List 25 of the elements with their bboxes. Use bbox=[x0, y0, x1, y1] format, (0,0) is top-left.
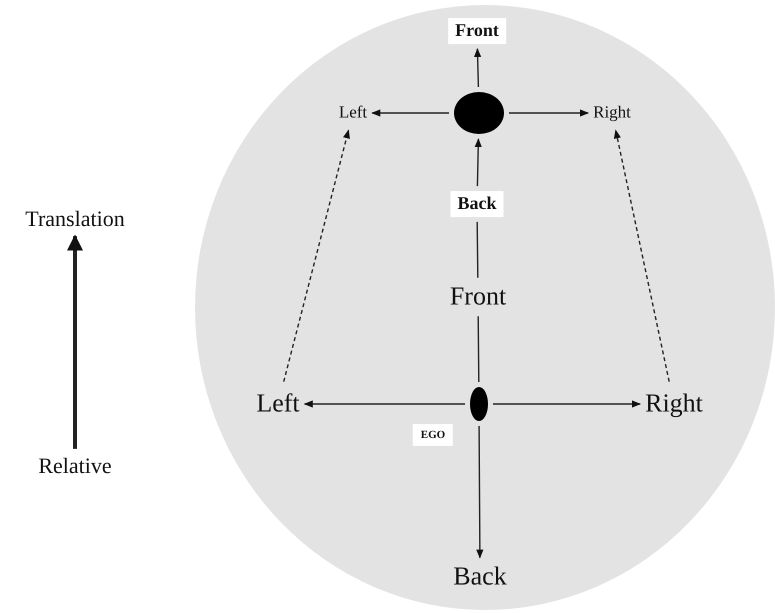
dashed-arrow bbox=[283, 129, 350, 382]
axis-label: Translation bbox=[25, 206, 125, 232]
arrow bbox=[509, 109, 589, 117]
arrow bbox=[474, 138, 482, 186]
direction-label: Left bbox=[338, 104, 368, 122]
arrow bbox=[474, 48, 482, 88]
connector-line bbox=[476, 222, 478, 278]
object-ellipse bbox=[454, 92, 504, 134]
label-box: Front bbox=[448, 18, 506, 44]
ego-tag: EGO bbox=[412, 424, 454, 446]
axis-label: Relative bbox=[38, 454, 112, 478]
direction-label: Left bbox=[256, 390, 300, 418]
direction-label: Right bbox=[645, 390, 703, 418]
label-box: Back bbox=[450, 191, 504, 217]
arrow bbox=[476, 426, 484, 559]
arrow bbox=[67, 234, 83, 449]
arrow bbox=[304, 400, 465, 408]
connector-line bbox=[478, 316, 480, 382]
direction-label: Front bbox=[450, 282, 506, 312]
ego-ellipse bbox=[470, 387, 488, 421]
direction-label: Right bbox=[593, 104, 631, 122]
arrow bbox=[371, 109, 449, 117]
direction-label: Back bbox=[453, 562, 507, 592]
dashed-arrow bbox=[614, 129, 670, 382]
arrow bbox=[493, 400, 641, 408]
